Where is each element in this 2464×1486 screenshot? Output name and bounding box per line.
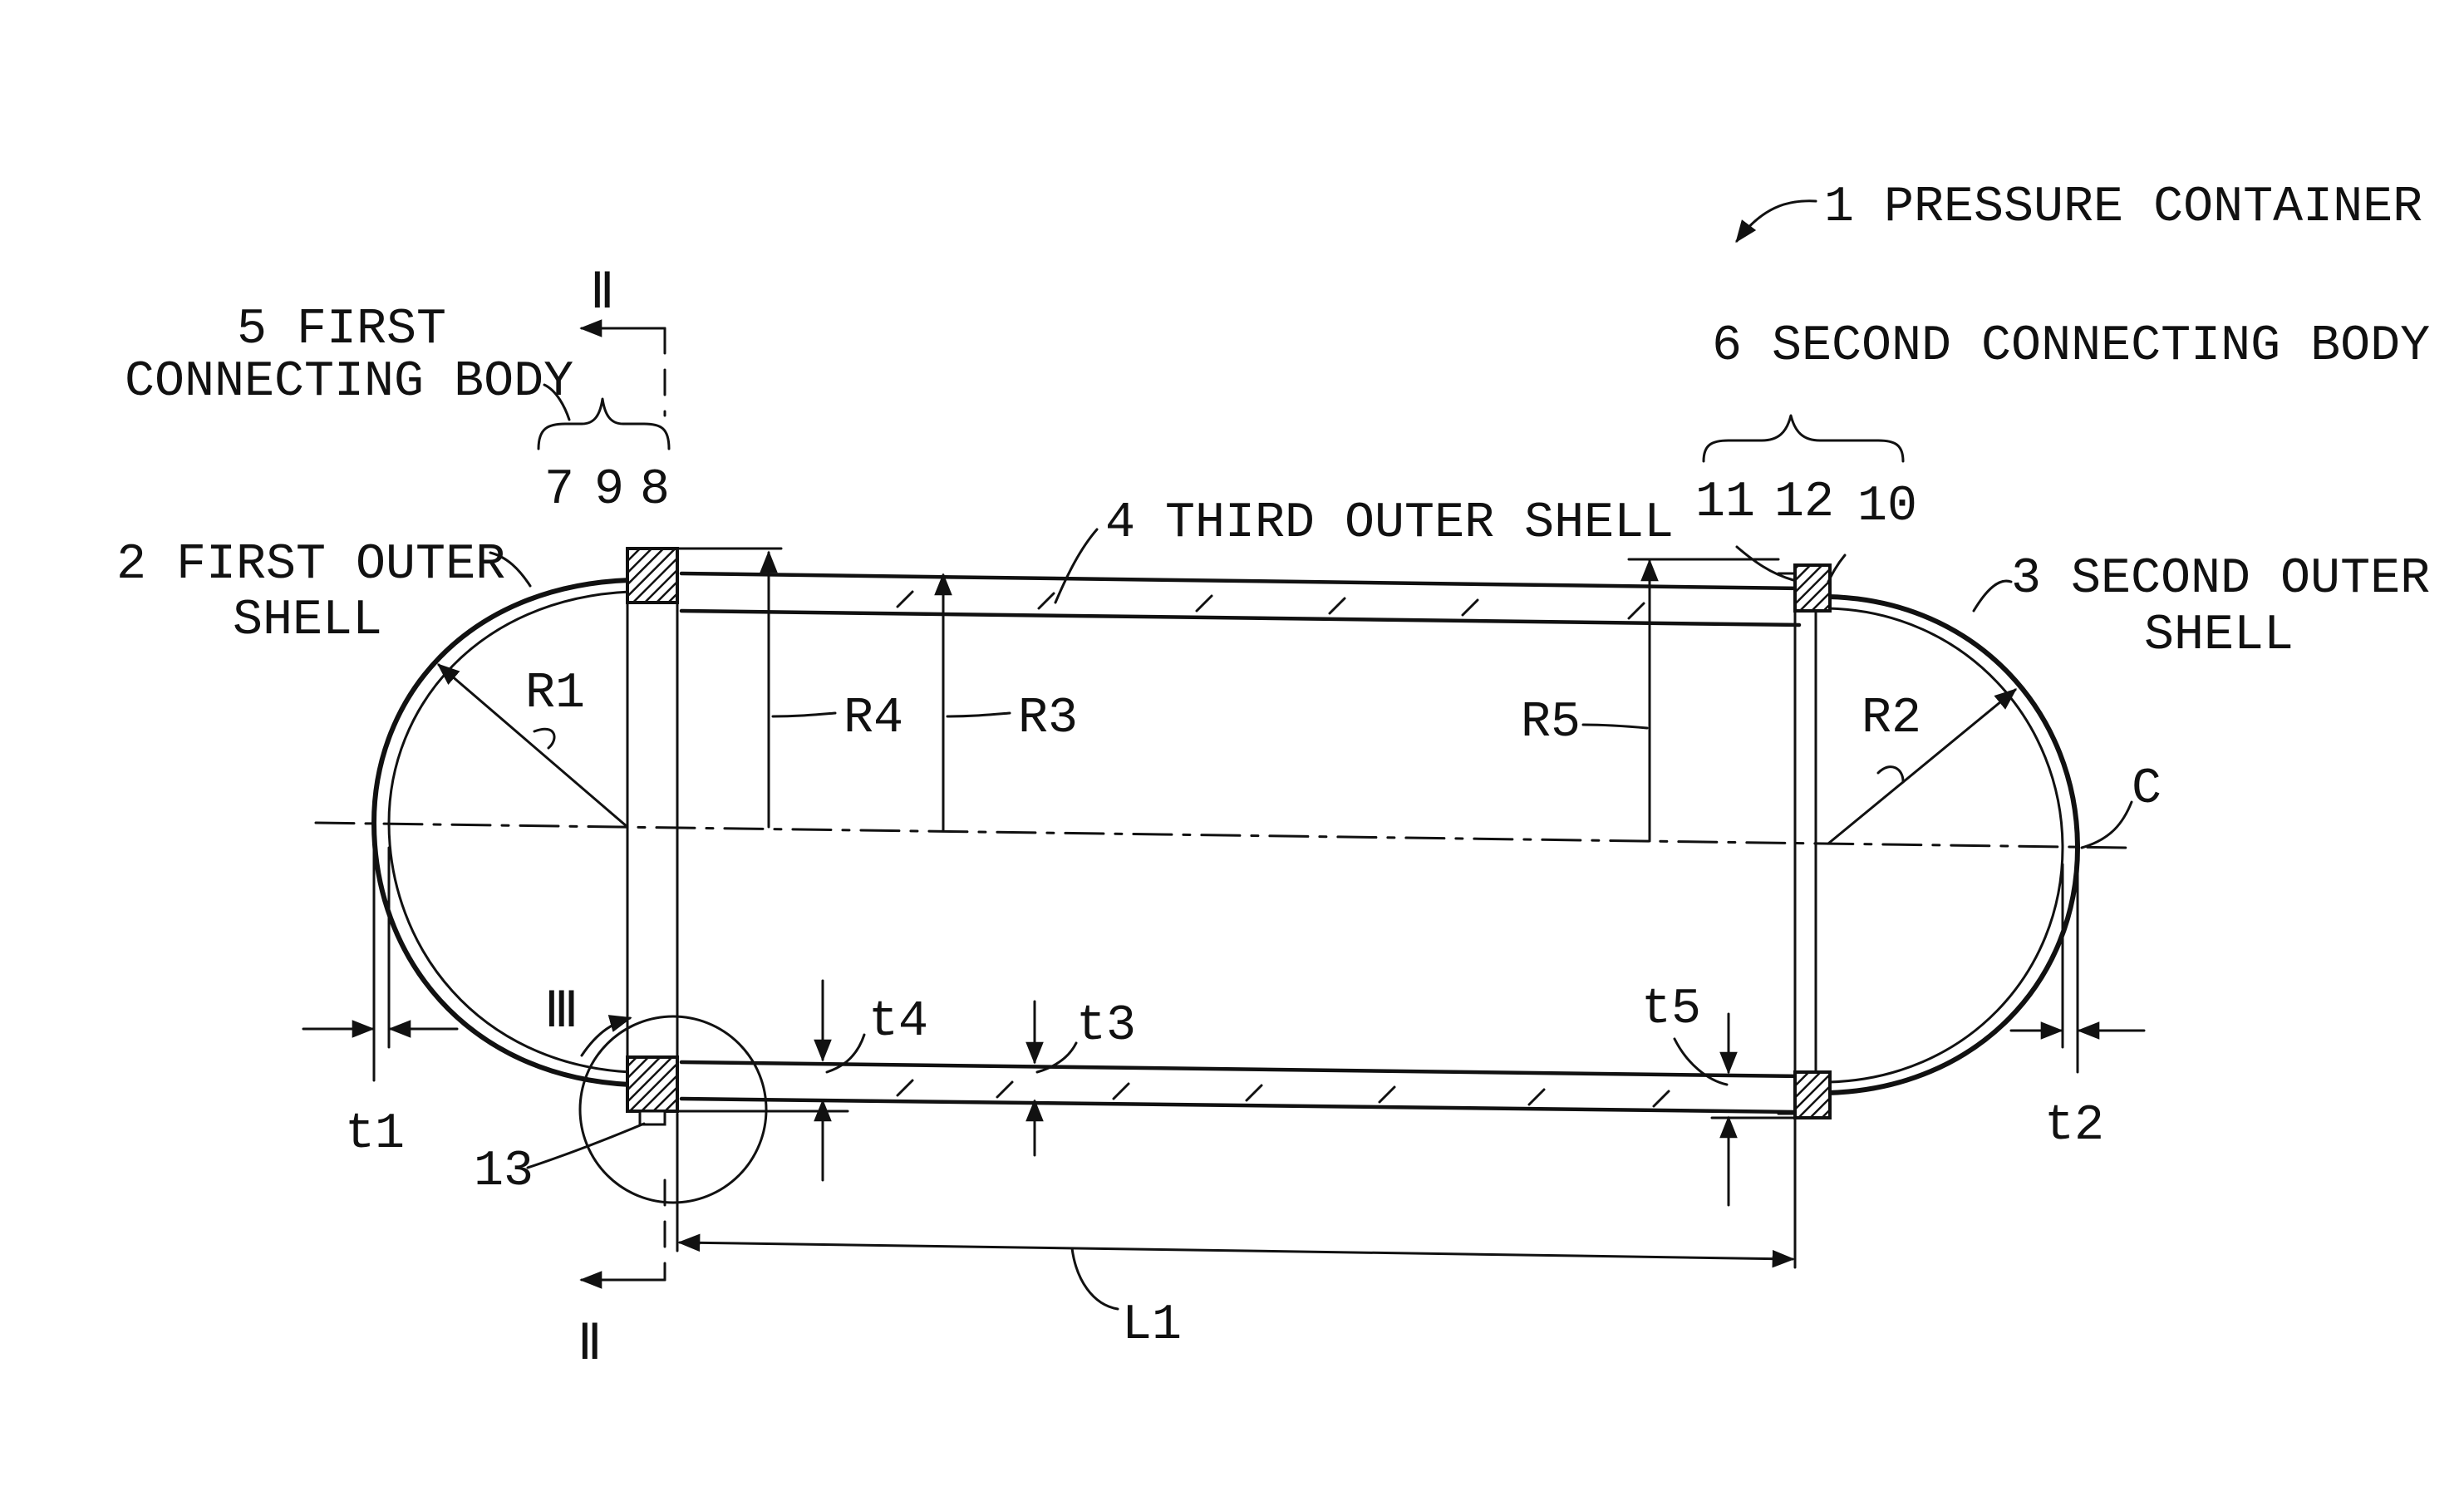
label-section-ii-top: Ⅱ bbox=[590, 267, 615, 323]
title-pressure-container: 1 PRESSURE CONTAINER bbox=[1824, 180, 2422, 236]
label-r4: R4 bbox=[843, 691, 903, 747]
label-t2: t2 bbox=[2044, 1098, 2104, 1154]
label-ref-8: 8 bbox=[640, 462, 670, 519]
label-ref-7: 7 bbox=[544, 462, 574, 519]
brace-second-connecting-body bbox=[1704, 416, 1903, 461]
label-first-outer-shell-2: SHELL bbox=[233, 593, 382, 649]
label-t3: t3 bbox=[1076, 998, 1136, 1055]
label-r5: R5 bbox=[1521, 695, 1581, 751]
label-first-connecting-body-2: CONNECTING BODY bbox=[125, 354, 573, 411]
label-first-connecting-body-1: 5 FIRST bbox=[237, 302, 446, 358]
label-ref-12: 12 bbox=[1774, 475, 1834, 531]
label-second-outer-shell-2: SHELL bbox=[2144, 608, 2294, 664]
label-ref-11: 11 bbox=[1695, 475, 1755, 531]
first-connecting-body bbox=[627, 549, 694, 1124]
l1-arrow bbox=[680, 1242, 1247, 1251]
label-second-outer-shell-1: 3 SECOND OUTER bbox=[2011, 551, 2430, 608]
pressure-container-leader bbox=[1737, 201, 1816, 241]
label-second-connecting-body: 6 SECOND CONNECTING BODY bbox=[1712, 318, 2430, 375]
label-t1: t1 bbox=[345, 1106, 405, 1163]
third-outer-shell bbox=[627, 573, 1816, 1112]
label-t4: t4 bbox=[868, 994, 928, 1051]
label-r2: R2 bbox=[1862, 691, 1921, 747]
first-outer-shell-inner bbox=[389, 592, 630, 1072]
label-first-outer-shell-1: 2 FIRST OUTER bbox=[116, 537, 505, 593]
label-section-ii-bottom: Ⅱ bbox=[578, 1318, 602, 1375]
label-r3: R3 bbox=[1018, 691, 1078, 747]
label-l1: L1 bbox=[1122, 1297, 1182, 1354]
label-detail-iii: Ⅲ bbox=[544, 986, 578, 1042]
label-third-outer-shell: 4 THIRD OUTER SHELL bbox=[1105, 495, 1674, 552]
label-r1: R1 bbox=[525, 666, 585, 722]
label-t5: t5 bbox=[1641, 982, 1701, 1038]
r2-line bbox=[1828, 690, 2015, 844]
label-ref-9: 9 bbox=[594, 462, 624, 519]
label-axis-c: C bbox=[2132, 761, 2162, 818]
label-ref-13: 13 bbox=[474, 1144, 534, 1200]
second-connecting-body bbox=[1778, 565, 1830, 1118]
label-ref-10: 10 bbox=[1857, 479, 1917, 535]
center-axis-line bbox=[316, 823, 2127, 848]
first-outer-shell-outer bbox=[374, 580, 630, 1085]
